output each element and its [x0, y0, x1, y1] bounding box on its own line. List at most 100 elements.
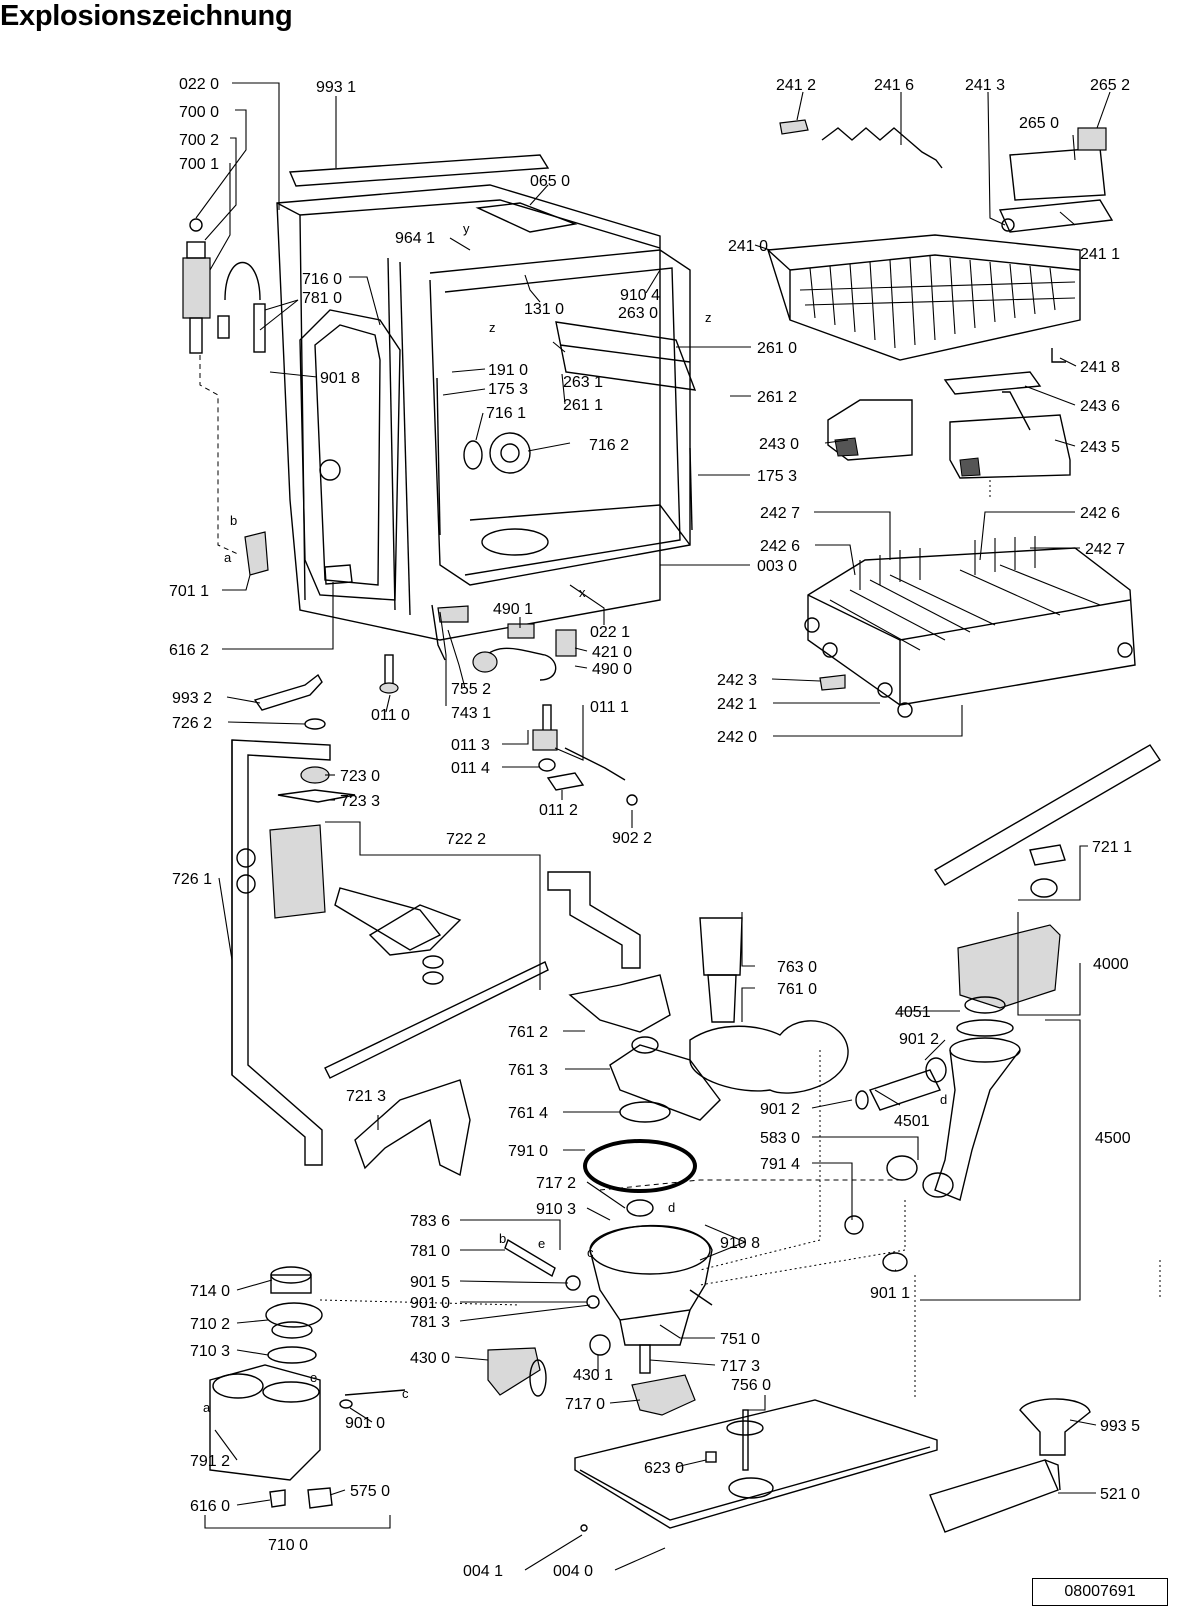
part-label: 726 1	[172, 871, 212, 888]
part-label: 721 1	[1092, 839, 1132, 856]
part-label: 910 8	[720, 1235, 760, 1252]
part-label: 430 1	[573, 1367, 613, 1384]
line-art	[182, 119, 1161, 1533]
part-label: 521 0	[1100, 1486, 1140, 1503]
part-label: 716 1	[486, 405, 526, 422]
part-label: 700 2	[179, 132, 219, 149]
part-label: 490 0	[592, 661, 632, 678]
part-label: 901 5	[410, 1274, 450, 1291]
connection-marker: x	[579, 585, 586, 600]
part-label: 265 2	[1090, 77, 1130, 94]
part-label: 761 4	[508, 1105, 548, 1122]
part-label: 743 1	[451, 705, 491, 722]
part-label: 022 1	[590, 624, 630, 641]
part-label: 616 0	[190, 1498, 230, 1515]
part-label: 583 0	[760, 1130, 800, 1147]
part-label: 011 1	[590, 699, 629, 716]
part-label: 575 0	[350, 1483, 390, 1500]
part-label: 4501	[894, 1113, 930, 1130]
part-label: 242 3	[717, 672, 757, 689]
part-label: 717 2	[536, 1175, 576, 1192]
part-label: 065 0	[530, 173, 570, 190]
connection-marker: d	[940, 1092, 947, 1107]
part-label: 242 7	[1085, 541, 1125, 558]
leader-lines	[195, 82, 1111, 1571]
part-label: 263 1	[563, 374, 603, 391]
connection-marker: z	[489, 320, 496, 335]
part-label: 265 0	[1019, 115, 1059, 132]
part-label: 763 0	[777, 959, 817, 976]
part-label: 993 2	[172, 690, 212, 707]
part-label: 243 5	[1080, 439, 1120, 456]
connection-marker: a	[203, 1400, 211, 1415]
part-label: 4051	[895, 1004, 931, 1021]
part-label: 175 3	[488, 381, 528, 398]
part-label: 964 1	[395, 230, 435, 247]
part-label: 616 2	[169, 642, 209, 659]
part-label: 175 3	[757, 468, 797, 485]
part-label: 490 1	[493, 601, 533, 618]
part-label: 241 8	[1080, 359, 1120, 376]
part-label: 430 0	[410, 1350, 450, 1367]
part-label: 726 2	[172, 715, 212, 732]
part-label: 756 0	[731, 1377, 771, 1394]
part-label: 243 0	[759, 436, 799, 453]
part-label: 761 3	[508, 1062, 548, 1079]
part-label: 723 0	[340, 768, 380, 785]
connection-marker: e	[310, 1370, 317, 1385]
connection-marker: a	[224, 550, 232, 565]
part-label: 700 0	[179, 104, 219, 121]
part-label: 717 3	[720, 1358, 760, 1375]
document-number: 08007691	[1032, 1578, 1168, 1606]
part-label: 701 1	[169, 583, 209, 600]
part-label: 723 3	[340, 793, 380, 810]
connection-marker: b	[230, 513, 237, 528]
part-label: 261 2	[757, 389, 797, 406]
part-label: 751 0	[720, 1331, 760, 1348]
part-label: 700 1	[179, 156, 219, 173]
part-label: 993 5	[1100, 1418, 1140, 1435]
part-label: 421 0	[592, 644, 632, 661]
part-label: 022 0	[179, 76, 219, 93]
connection-marker: c	[402, 1386, 409, 1401]
part-label: 993 1	[316, 79, 356, 96]
connection-marker: c	[587, 1245, 594, 1260]
part-label: 791 4	[760, 1156, 800, 1173]
connection-marker: z	[705, 310, 712, 325]
part-label: 716 0	[302, 271, 342, 288]
part-label: 261 1	[563, 397, 603, 414]
part-label: 241 2	[776, 77, 816, 94]
part-label: 901 8	[320, 370, 360, 387]
connection-marker: e	[538, 1236, 545, 1251]
part-label: 242 0	[717, 729, 757, 746]
part-label: 781 0	[302, 290, 342, 307]
part-label: 241 1	[1080, 246, 1120, 263]
part-label: 901 0	[345, 1415, 385, 1432]
part-label: 4500	[1095, 1130, 1131, 1147]
part-label: 717 0	[565, 1396, 605, 1413]
part-label: 263 0	[618, 305, 658, 322]
part-label: 4000	[1093, 956, 1129, 973]
part-label: 761 2	[508, 1024, 548, 1041]
part-label: 710 3	[190, 1343, 230, 1360]
part-label: 791 2	[190, 1453, 230, 1470]
part-label: 714 0	[190, 1283, 230, 1300]
page-title: Explosionszeichnung	[0, 0, 293, 32]
part-label: 241 6	[874, 77, 914, 94]
part-label: 781 3	[410, 1314, 450, 1331]
part-label: 011 4	[451, 760, 490, 777]
part-label: 131 0	[524, 301, 564, 318]
part-label: 242 1	[717, 696, 757, 713]
part-label: 910 4	[620, 287, 660, 304]
part-label: 004 1	[463, 1563, 503, 1580]
connection-marker: y	[463, 221, 470, 236]
part-label: 901 1	[870, 1285, 910, 1302]
part-label: 901 2	[760, 1101, 800, 1118]
part-label: 011 0	[371, 707, 410, 724]
part-label: 781 0	[410, 1243, 450, 1260]
part-label: 623 0	[644, 1460, 684, 1477]
part-label: 241 3	[965, 77, 1005, 94]
part-label: 242 7	[760, 505, 800, 522]
